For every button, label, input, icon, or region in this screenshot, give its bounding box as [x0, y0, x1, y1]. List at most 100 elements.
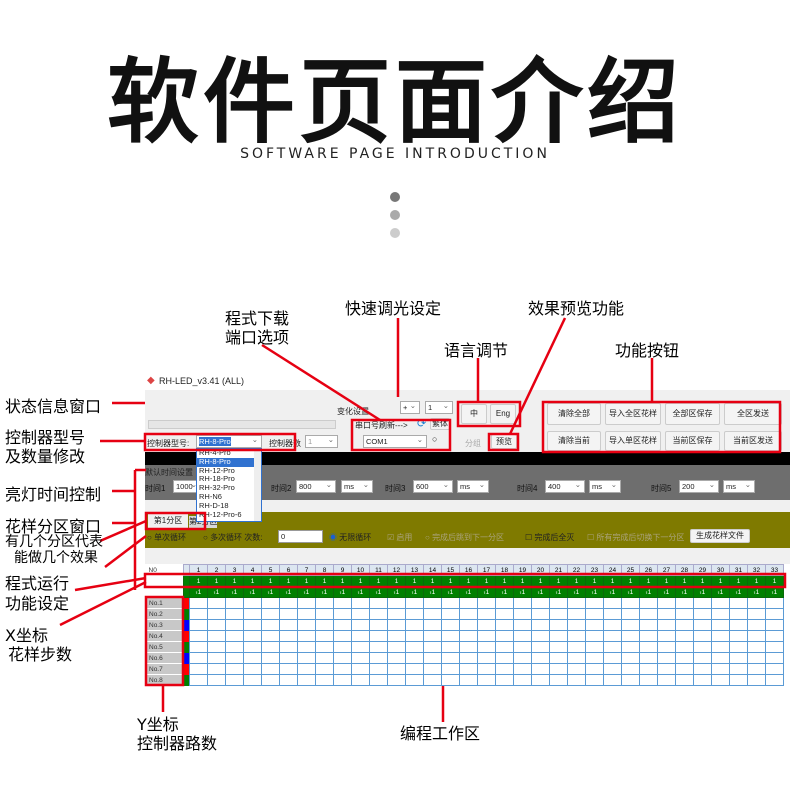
annotation-y-axis-2: 控制器路数 [137, 734, 218, 753]
clear-current-button[interactable]: 清除当前 [547, 431, 601, 451]
change-value-select[interactable]: 1 [425, 400, 453, 414]
language-box [456, 400, 522, 428]
row-color-strip [183, 641, 190, 653]
group-button[interactable]: 分组 [465, 439, 481, 448]
annotation-status-window: 状态信息窗口 [5, 397, 102, 416]
annotation-port-2: 端口选项 [225, 328, 290, 347]
enable-checkbox[interactable]: ☑ 启用 [387, 533, 413, 542]
annotation-workspace: 编程工作区 [400, 724, 481, 743]
lang-en-button[interactable]: Eng [490, 404, 516, 424]
value-row-box [143, 572, 787, 589]
save-all-button[interactable]: 全部区保存 [665, 403, 720, 425]
count-label: 控制器数 [269, 439, 301, 448]
y-axis-box [144, 595, 185, 687]
count-select[interactable]: 1 [305, 434, 338, 448]
dropdown-option[interactable]: RH-32-Pro [199, 483, 235, 493]
page-title: 软件页面介绍 [106, 49, 683, 156]
port-refresh-label: 串口号刷新---> [355, 421, 408, 430]
dropdown-option[interactable]: RH-D-18 [199, 500, 229, 510]
time5-unit[interactable]: ms [723, 479, 755, 493]
connection-status-icon: ○ [432, 434, 438, 444]
switch-next-checkbox[interactable]: ☐ 所有完成后切换下一分区 [587, 533, 685, 542]
black-band [145, 452, 790, 465]
time3-select[interactable]: 600 [413, 479, 453, 493]
row-color-strip [183, 608, 190, 620]
jump-next-radio[interactable]: ○ 完成后跳到下一分区 [425, 533, 505, 542]
send-all-button[interactable]: 全区发送 [724, 403, 782, 425]
loop-single-radio[interactable]: ○ 单次循环 [147, 533, 187, 542]
row-label: Value [148, 577, 165, 585]
annotation-x-axis: X坐标 [5, 626, 48, 645]
page-subtitle: SOFTWARE PAGE INTRODUCTION [240, 146, 550, 162]
time4-unit[interactable]: ms [589, 479, 621, 493]
import-single-button[interactable]: 导入单区花样 [605, 431, 661, 451]
window-title: RH-LED_v3.41 (ALL) [159, 376, 245, 386]
loop-count-input[interactable]: 0 [278, 530, 323, 543]
time5-select[interactable]: 200 [679, 479, 719, 493]
grid-cell[interactable] [765, 674, 784, 686]
dropdown-option[interactable]: RH-8-Pro [197, 457, 261, 467]
port-select[interactable]: COM1 [363, 434, 427, 448]
loop-infinite-radio[interactable]: ◉ 无限循环 [329, 533, 372, 542]
controller-box [143, 432, 297, 452]
time2-unit[interactable]: ms [341, 479, 373, 493]
time2-select[interactable]: 800 [296, 479, 336, 493]
table-row: No.7 [145, 663, 784, 675]
clear-all-button[interactable]: 清除全部 [547, 403, 601, 425]
tab-partition-1[interactable]: 第1分区 [148, 514, 188, 528]
all-off-checkbox[interactable]: ☐ 完成后全灭 [525, 533, 575, 542]
dropdown-option[interactable]: RH-N6 [199, 491, 222, 501]
dropdown-scrollbar[interactable] [254, 449, 261, 521]
change-label: 变化设置 [337, 407, 369, 416]
change-op-select[interactable]: + [400, 400, 420, 414]
status-bar [148, 420, 336, 429]
import-all-button[interactable]: 导入全区花样 [605, 403, 661, 425]
annotation-partition-2: 有几个分区代表 [5, 534, 103, 550]
controller-select[interactable]: RH-8-Pro [196, 434, 262, 448]
row-label: N0 [148, 566, 157, 574]
annotation-partition: 花样分区窗口 [5, 517, 102, 536]
dropdown-option[interactable]: RH-12-Pro [199, 465, 235, 475]
time4-select[interactable]: 400 [545, 479, 585, 493]
partition-box [144, 511, 207, 531]
table-row: No.8 [145, 674, 784, 686]
time3-unit[interactable]: ms [457, 479, 489, 493]
table-row: No.4 [145, 630, 784, 642]
dropdown-option[interactable]: RH-4-Pro [199, 448, 231, 457]
row-color-strip [183, 630, 190, 642]
dropdown-option[interactable]: RH-18-Pro [199, 474, 235, 484]
row-color-strip [183, 619, 190, 631]
row-color-strip [183, 652, 190, 664]
table-row: No.6 [145, 652, 784, 664]
time1-select[interactable]: 1000 [173, 479, 201, 493]
annotation-controller: 控制器型号 [5, 428, 86, 447]
carousel-dot [390, 210, 400, 220]
annotation-controller-2: 及数量修改 [5, 447, 86, 466]
app-window: ◆ RH-LED_v3.41 (ALL) 变化设置 + 1 串口号刷新---> … [145, 372, 790, 686]
row-color-strip [183, 674, 190, 686]
annotation-port: 程式下载 [225, 309, 290, 328]
preview-box [487, 432, 520, 452]
generate-file-button[interactable]: 生成花样文件 [690, 529, 750, 543]
annotation-x-axis-2: 花样步数 [8, 645, 73, 664]
title-bar: ◆ RH-LED_v3.41 (ALL) [145, 372, 790, 390]
send-current-button[interactable]: 当前区发送 [724, 431, 782, 451]
annotation-function-buttons: 功能按钮 [615, 341, 680, 360]
annotation-run-2: 功能设定 [5, 594, 70, 613]
loop-multi-radio[interactable]: ○ 多次循环 次数: [203, 533, 263, 542]
grid-cell[interactable]: 1 [603, 575, 622, 587]
dropdown-option[interactable]: RH-12-Pro-6 [199, 509, 242, 519]
lang-zh-button[interactable]: 中 [461, 404, 487, 424]
controller-label: 控制器型号: [147, 439, 190, 448]
save-current-button[interactable]: 当前区保存 [665, 431, 720, 451]
time-settings: 默认时间设置 时间1 1000 时间2 800 ms 时间3 600 ms 时间… [145, 465, 790, 500]
annotation-run: 程式运行 [5, 574, 70, 593]
refresh-icon[interactable]: ⟳ [417, 418, 427, 430]
annotation-dimming: 快速调光设定 [345, 299, 442, 318]
table-row: No.3 [145, 619, 784, 631]
